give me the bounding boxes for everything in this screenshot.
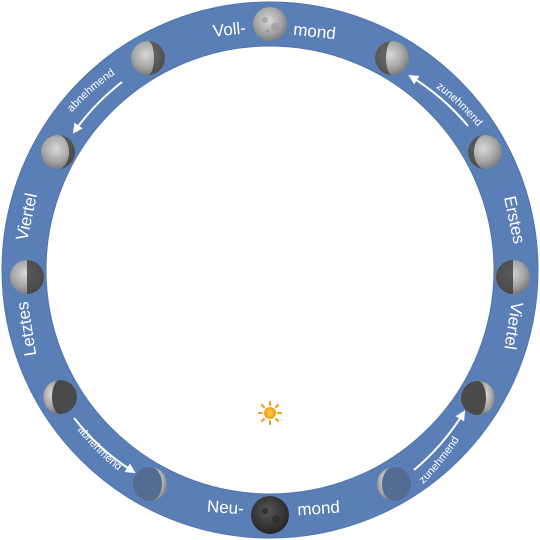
full-moon-label-right: mond bbox=[292, 20, 336, 43]
new-moon-label-right: mond bbox=[297, 498, 341, 520]
new-moon-label-left: Neu- bbox=[206, 497, 244, 519]
last-quarter-moon-icon bbox=[10, 260, 44, 294]
waning-gibbous-moon-icon bbox=[131, 41, 165, 75]
waxing-arrow-top bbox=[408, 74, 469, 127]
new-moon-icon bbox=[251, 496, 289, 534]
full-moon-label-left: Voll- bbox=[212, 18, 247, 40]
waning-gibbous-moon-icon-2 bbox=[41, 135, 75, 169]
waning-arrow-top bbox=[72, 81, 123, 134]
first-quarter-moon-icon bbox=[496, 260, 530, 294]
waning-crescent-moon-icon bbox=[43, 380, 77, 414]
waxing-gibbous-moon-icon-2 bbox=[468, 135, 502, 169]
full-moon-icon bbox=[253, 7, 287, 41]
waxing-arrow-bottom bbox=[413, 410, 466, 471]
orbit-ring-inner-edge bbox=[45, 45, 495, 495]
waxing-crescent-moon-icon-2 bbox=[377, 467, 411, 501]
waning-arrow-bottom bbox=[73, 417, 136, 474]
waxing-crescent-moon-icon bbox=[461, 381, 495, 415]
waxing-gibbous-moon-icon bbox=[375, 41, 409, 75]
waning-crescent-moon-icon-2 bbox=[133, 467, 167, 501]
sun-icon bbox=[258, 401, 282, 425]
